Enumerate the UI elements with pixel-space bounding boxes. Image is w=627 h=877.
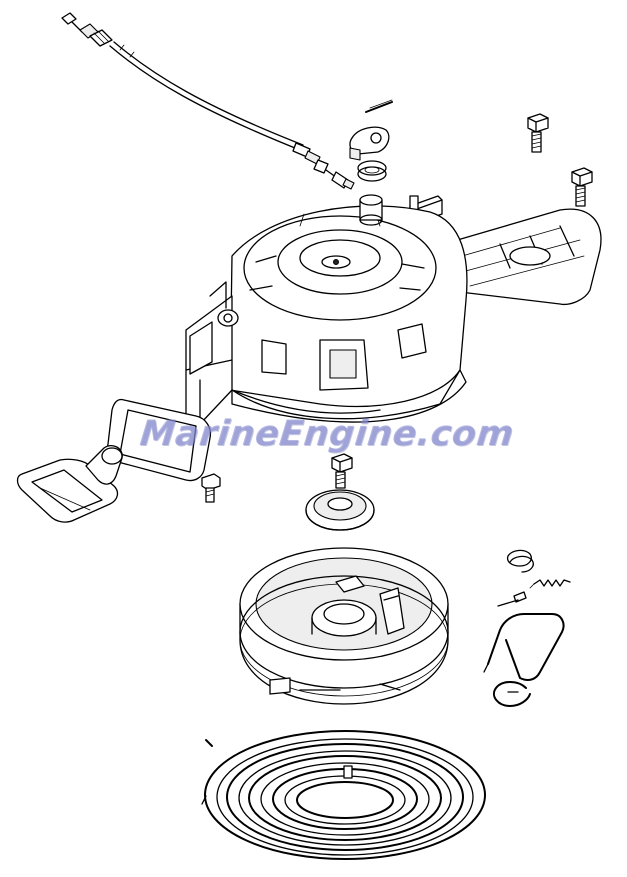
wire-friction-spring xyxy=(483,613,565,681)
center-bolt xyxy=(331,453,353,489)
e-ring xyxy=(492,681,531,707)
cable-clip xyxy=(365,99,393,113)
spring-retainer xyxy=(305,489,375,531)
starter-handle-grip xyxy=(106,398,212,482)
bolt-upper-right xyxy=(527,113,549,153)
recoil-starter-housing xyxy=(185,194,602,425)
spring-washer xyxy=(357,160,387,182)
drive-pawl-spring xyxy=(506,549,534,573)
recoil-spring-coil xyxy=(201,730,486,860)
pawl-clip xyxy=(497,591,527,607)
rope-handle xyxy=(16,444,123,523)
bolt-right xyxy=(571,167,593,207)
rope-pulley-reel xyxy=(239,547,449,705)
cam-link xyxy=(349,126,390,161)
pawl-return-spring xyxy=(529,579,571,589)
throttle-cable xyxy=(61,12,355,190)
small-bolt-left xyxy=(201,473,221,503)
